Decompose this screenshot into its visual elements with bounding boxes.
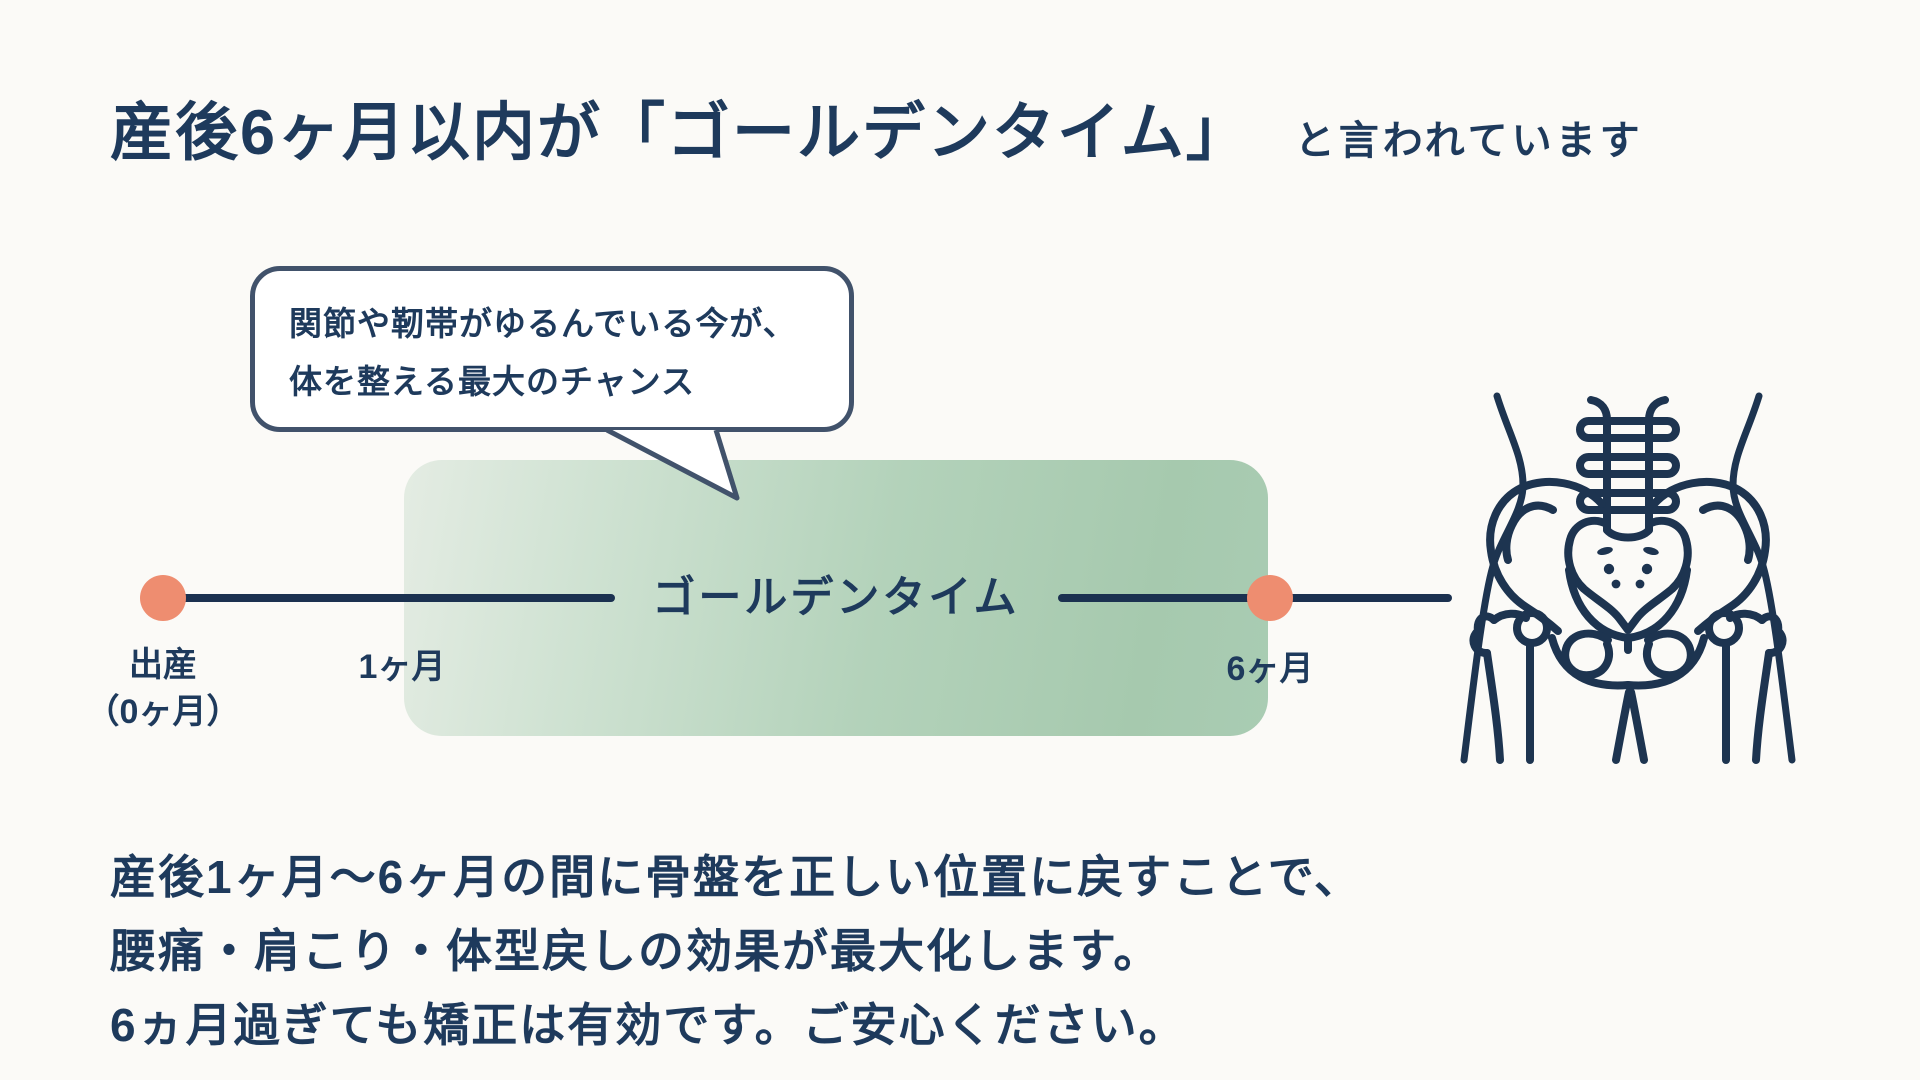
page-title-suffix: と言われています	[1294, 119, 1644, 163]
thigh-gap	[1612, 688, 1648, 764]
pelvis-illustration-icon	[1460, 392, 1796, 764]
speech-bubble: 関節や靭帯がゆるんでいる今が、 体を整える最大のチャンス	[250, 266, 854, 432]
timeline-label-birth: 出産 （0ヶ月）	[43, 642, 283, 736]
sacrum-dots	[1597, 547, 1659, 589]
page-title-main: 産後6ヶ月以内が「ゴールデンタイム」	[110, 98, 1251, 168]
golden-time-label: ゴールデンタイム	[652, 574, 1020, 622]
description-line: 腰痛・肩こり・体型戻しの効果が最大化します。	[110, 925, 1162, 977]
page-title: 産後6ヶ月以内が「ゴールデンタイム」 と言われています	[110, 100, 1644, 166]
timeline-label-6months: 6ヶ月	[1226, 650, 1314, 688]
timeline-line-left	[163, 594, 615, 602]
sacrum	[1564, 516, 1692, 654]
hip-left	[1469, 478, 1632, 764]
timeline-label-birth-line1: 出産	[129, 646, 197, 684]
description-line: 産後1ヶ月〜6ヶ月の間に骨盤を正しい位置に戻すことで、	[110, 851, 1362, 903]
timeline-dot-6months	[1247, 575, 1293, 621]
speech-bubble-line2: 体を整える最大のチャンス	[289, 363, 696, 400]
timeline-dot-birth	[140, 575, 186, 621]
description-paragraph: 産後1ヶ月〜6ヶ月の間に骨盤を正しい位置に戻すことで、 腰痛・肩こり・体型戻しの…	[110, 840, 1362, 1062]
spine	[1576, 396, 1680, 534]
speech-bubble-tail	[605, 427, 740, 501]
body-silhouette	[1460, 392, 1796, 764]
timeline-label-birth-line2: （0ヶ月）	[85, 693, 241, 731]
description-line: 6ヵ月過ぎても矯正は有効です。ご安心ください。	[110, 999, 1187, 1051]
speech-bubble-line1: 関節や靭帯がゆるんでいる今が、	[289, 305, 797, 342]
timeline-label-1month: 1ヶ月	[358, 648, 446, 686]
